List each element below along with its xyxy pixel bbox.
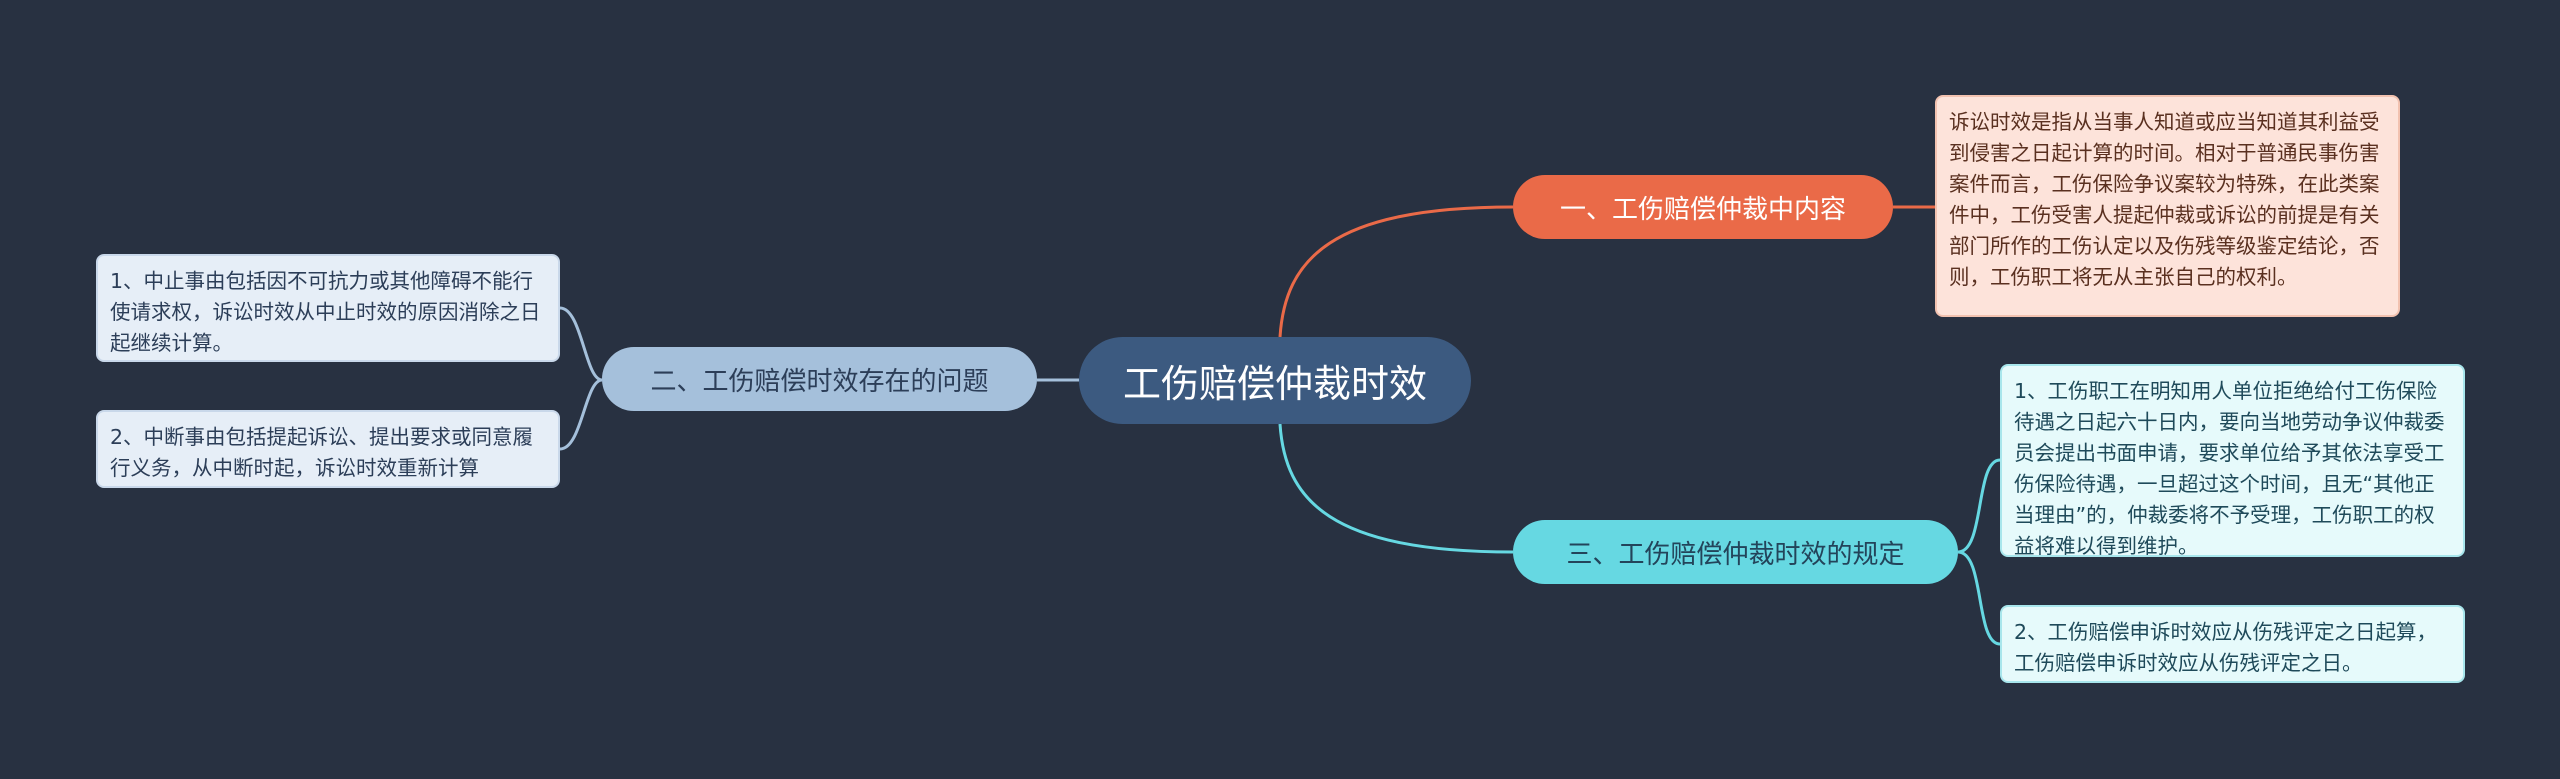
connector-branch-2-leaf-2 — [559, 378, 603, 451]
connector-branch-2-leaf-1 — [559, 306, 603, 382]
branch-topic-1[interactable]: 一、工伤赔偿仲裁中内容 — [1513, 175, 1893, 239]
branch-topic-3[interactable]: 三、工伤赔偿仲裁时效的规定 — [1513, 520, 1958, 584]
connector-root-branch-3 — [1278, 423, 1514, 554]
detail-note-branch-1[interactable]: 诉讼时效是指从当事人知道或应当知道其利益受到侵害之日起计算的时间。相对于普通民事… — [1935, 95, 2400, 317]
root-topic[interactable]: 工伤赔偿仲裁时效 — [1079, 337, 1471, 424]
connector-branch-3-leaf-2 — [1957, 550, 2001, 646]
detail-note-branch-3-item-2[interactable]: 2、工伤赔偿申诉时效应从伤残评定之日起算，工伤赔偿申诉时效应从伤残评定之日。 — [2000, 605, 2465, 683]
branch-topic-2[interactable]: 二、工伤赔偿时效存在的问题 — [602, 347, 1037, 411]
detail-note-branch-2-item-1[interactable]: 1、中止事由包括因不可抗力或其他障碍不能行使请求权，诉讼时效从中止时效的原因消除… — [96, 254, 560, 362]
detail-note-branch-3-item-1[interactable]: 1、工伤职工在明知用人单位拒绝给付工伤保险待遇之日起六十日内，要向当地劳动争议仲… — [2000, 364, 2465, 558]
connector-branch-3-leaf-1 — [1957, 458, 2001, 554]
connector-root-branch-1 — [1278, 205, 1514, 338]
detail-note-branch-2-item-2[interactable]: 2、中断事由包括提起诉讼、提出要求或同意履行义务，从中断时起，诉讼时效重新计算 — [96, 410, 560, 488]
